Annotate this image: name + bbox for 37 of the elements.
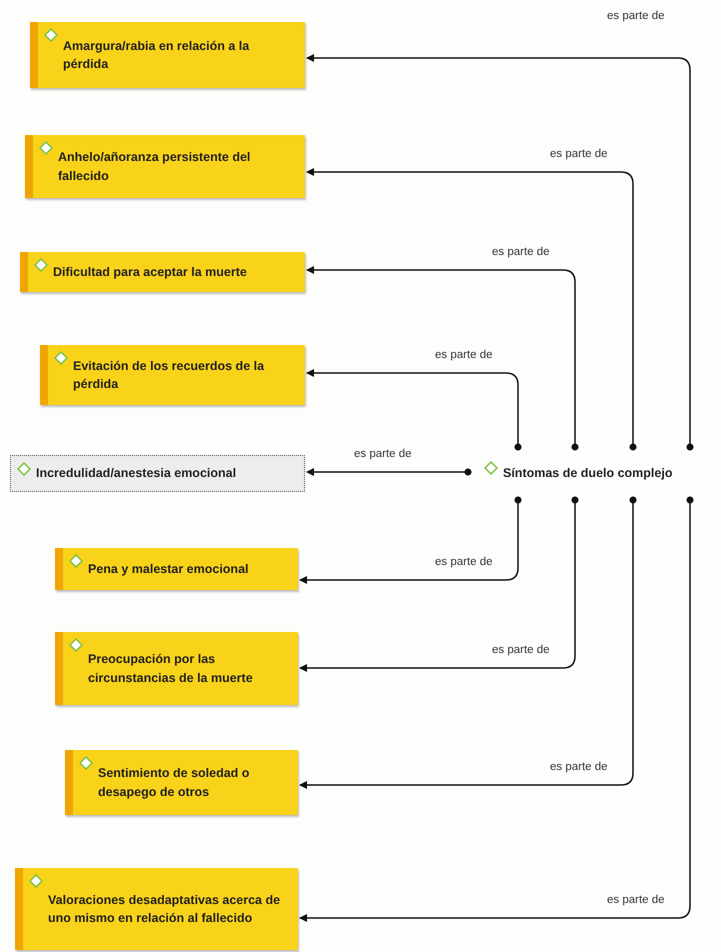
node-text: Incredulidad/anestesia emocional: [36, 465, 238, 482]
symptom-box: [40, 345, 305, 405]
edge-label: es parte de: [605, 894, 667, 906]
node-text: Dificultad para aceptar la muerte: [53, 264, 248, 281]
node-text: Anhelo/añoranza persistente del fallecido: [58, 149, 252, 184]
node-text: Amargura/rabia en relación a la pérdida: [63, 38, 250, 73]
connector-arrow: [299, 496, 522, 584]
node-text: Síntomas de duelo complejo: [503, 465, 674, 482]
node-text: Preocupación por las circunstancias de la muerte: [88, 651, 254, 686]
symptom-box: [55, 632, 298, 705]
symptom-box: [10, 455, 305, 492]
symptom-box: [25, 135, 305, 198]
edge-label: es parte de: [548, 148, 610, 160]
connector-arrow: [306, 54, 694, 450]
symptom-box: [55, 548, 298, 590]
edge-label: es parte de: [433, 556, 495, 568]
connector-arrow: [306, 369, 522, 450]
node-text: Valoraciones desadaptativas acerca de uno mismo en relación al fallecido: [48, 892, 282, 927]
connector-arrow: [299, 496, 578, 672]
connector-arrow: [306, 168, 636, 450]
edge-label: es parte de: [490, 246, 552, 258]
symptom-box: [65, 750, 298, 815]
node-text: Sentimiento de soledad o desapego de otros: [98, 765, 250, 801]
symptom-box: [20, 252, 305, 292]
connector-arrow: [306, 468, 472, 476]
connector-arrow: [306, 266, 578, 450]
symptom-box: [15, 868, 298, 950]
edge-label: es parte de: [605, 10, 667, 22]
edge-label: es parte de: [352, 448, 414, 460]
edge-label: es parte de: [490, 644, 552, 656]
edge-label: es parte de: [433, 349, 495, 361]
edge-label: es parte de: [548, 761, 610, 773]
node-text: Evitación de los recuerdos de la pérdida: [73, 358, 266, 393]
symptom-box: [30, 22, 305, 88]
connector-arrow: [299, 496, 694, 922]
node-text: Pena y malestar emocional: [88, 560, 250, 578]
connector-arrow: [299, 496, 636, 789]
